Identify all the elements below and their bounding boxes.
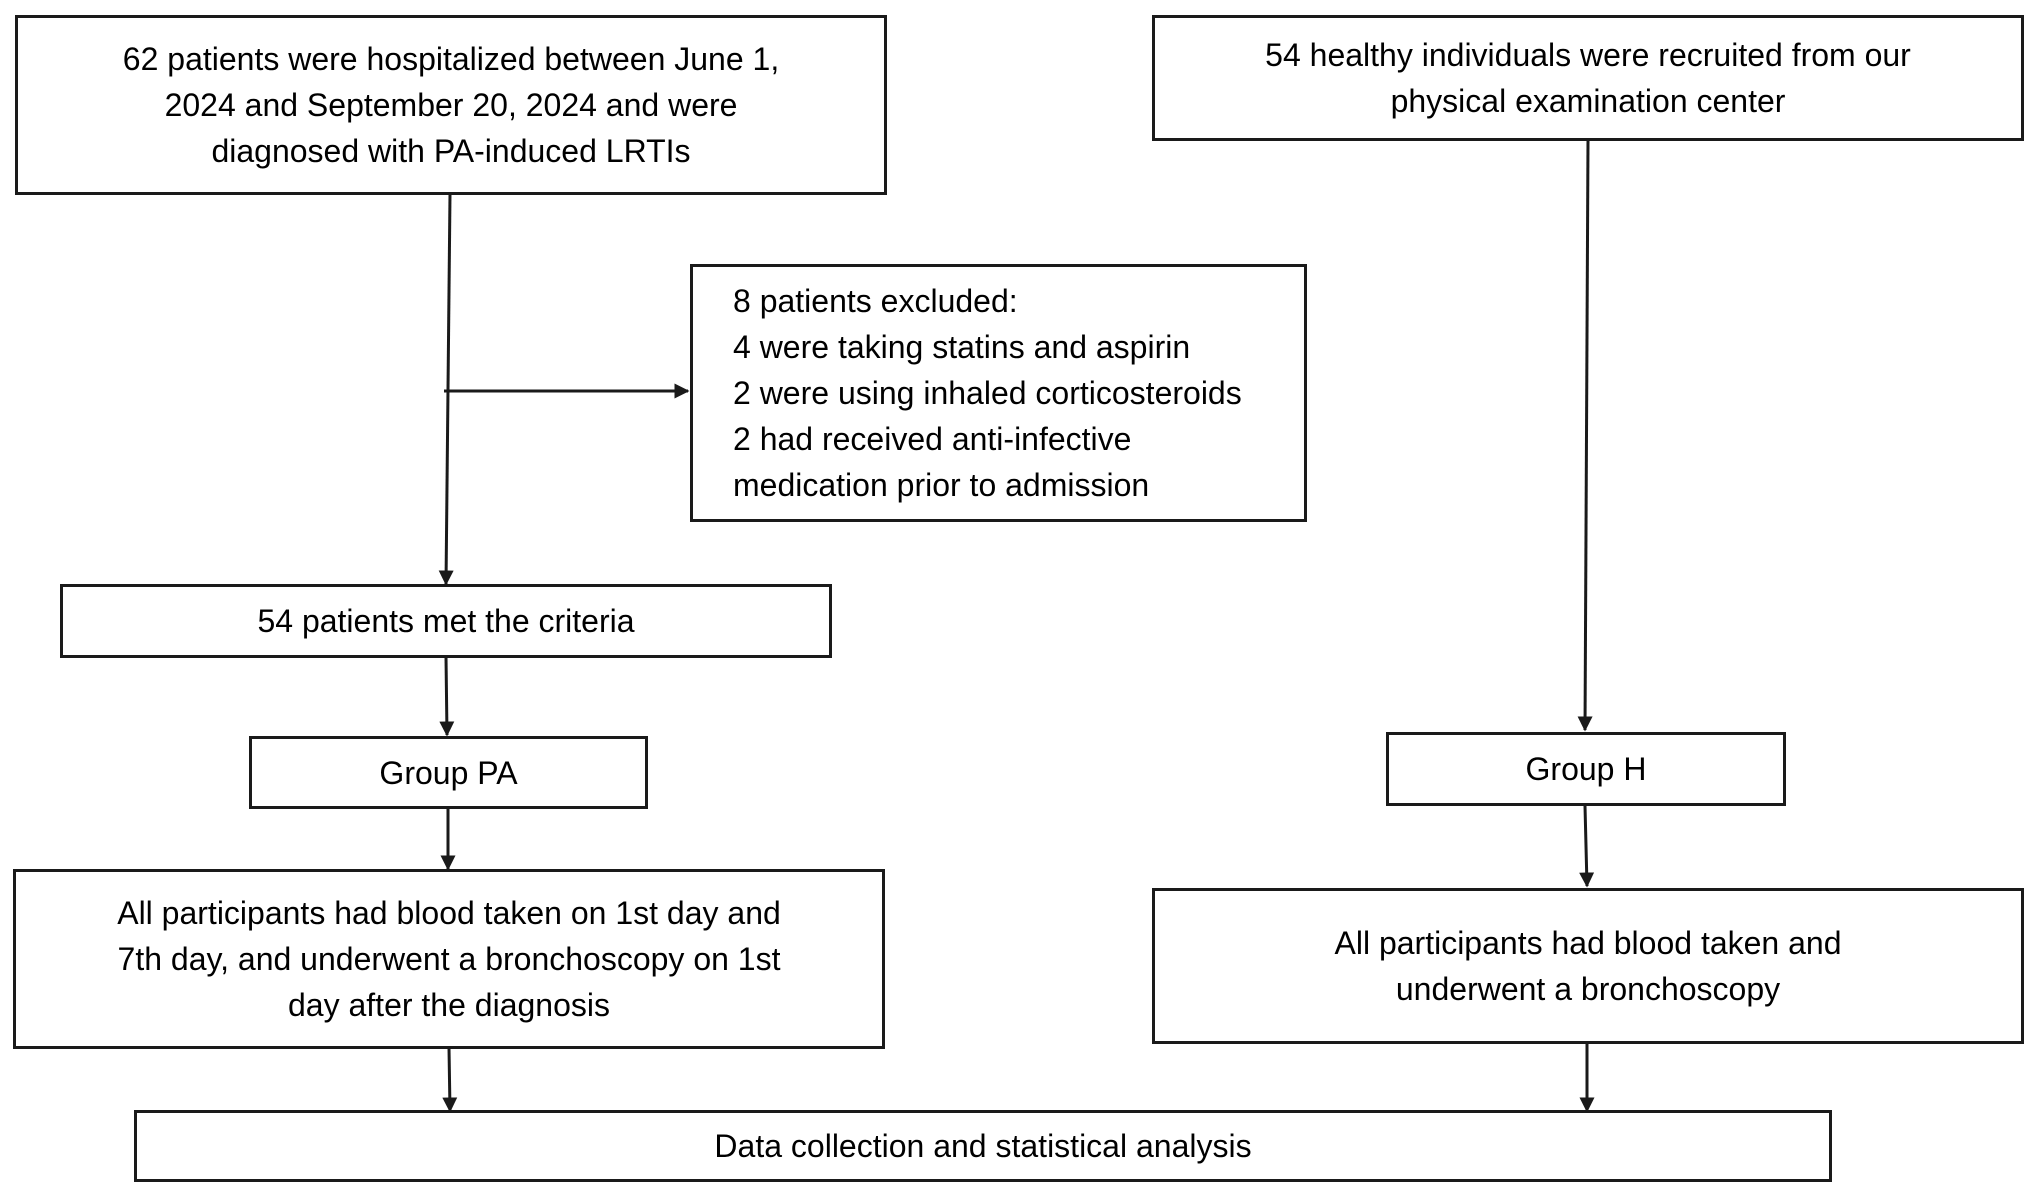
box-text-line: day after the diagnosis xyxy=(288,987,610,1023)
arrow-hospitalized-to-criteria xyxy=(438,193,454,586)
box-text-line: 54 patients met the criteria xyxy=(257,603,635,639)
box-text-line: medication prior to admission xyxy=(733,467,1150,503)
box-text-line: Data collection and statistical analysis xyxy=(714,1128,1252,1164)
arrow-criteria-to-group-pa xyxy=(439,656,455,737)
box-text-line: 2 were using inhaled corticosteroids xyxy=(733,375,1242,411)
box-text-line: physical examination center xyxy=(1390,83,1786,119)
excluded-patients-box: 8 patients excluded: 4 were taking stati… xyxy=(690,264,1307,522)
box-text-line: Group H xyxy=(1525,751,1647,787)
box-text-line: 4 were taking statins and aspirin xyxy=(733,329,1191,365)
arrow-healthy-to-group-h xyxy=(1577,139,1593,732)
box-text-line: All participants had blood taken and xyxy=(1334,925,1842,961)
box-text-line: 8 patients excluded: xyxy=(733,283,1018,319)
box-text-line: underwent a bronchoscopy xyxy=(1395,971,1781,1007)
hospitalized-patients-box: 62 patients were hospitalized between Ju… xyxy=(15,15,887,195)
box-text-line: 54 healthy individuals were recruited fr… xyxy=(1265,37,1911,73)
box-text-line: 2024 and September 20, 2024 and were xyxy=(164,87,738,123)
arrow-group-h-to-procedure xyxy=(1579,805,1595,888)
group-h-box: Group H xyxy=(1386,732,1786,806)
data-analysis-box: Data collection and statistical analysis xyxy=(134,1110,1832,1182)
arrow-pa-procedure-to-analysis xyxy=(442,1047,458,1113)
met-criteria-box: 54 patients met the criteria xyxy=(60,584,832,658)
h-procedure-box: All participants had blood taken and und… xyxy=(1152,888,2024,1044)
box-text-line: 62 patients were hospitalized between Ju… xyxy=(122,41,780,77)
box-text-line: 7th day, and underwent a bronchoscopy on… xyxy=(117,941,781,977)
box-text-line: 2 had received anti-infective xyxy=(733,421,1132,457)
pa-procedure-box: All participants had blood taken on 1st … xyxy=(13,869,885,1049)
group-pa-box: Group PA xyxy=(249,736,648,809)
box-text-line: Group PA xyxy=(379,754,518,791)
healthy-individuals-box: 54 healthy individuals were recruited fr… xyxy=(1152,15,2024,141)
box-text-line: All participants had blood taken on 1st … xyxy=(117,895,781,931)
box-text-line: diagnosed with PA-induced LRTIs xyxy=(211,133,691,169)
